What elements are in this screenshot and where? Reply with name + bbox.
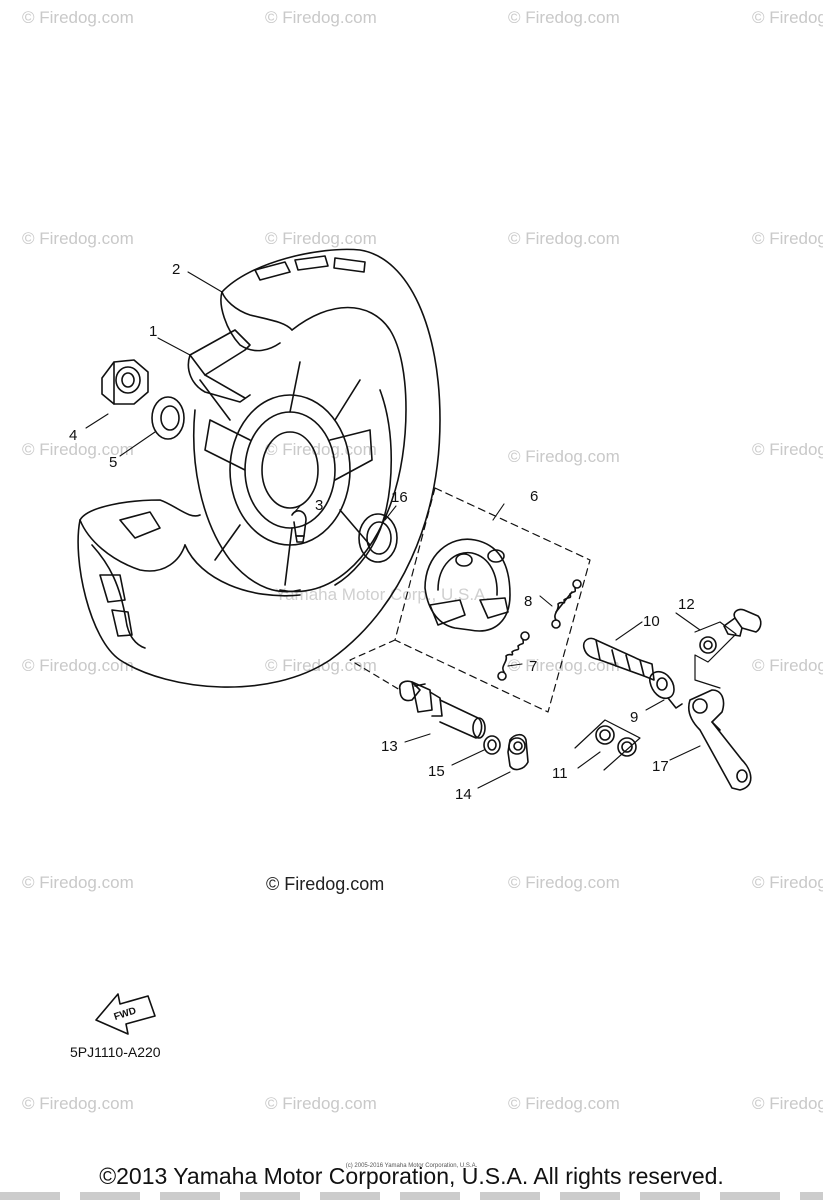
callout-10: 10 [643, 613, 660, 630]
watermark: © Firedog.com [508, 229, 620, 248]
center-watermark: © Firedog.com [266, 874, 385, 894]
callout-8: 8 [524, 593, 532, 610]
callout-labels: 1 2 3 4 5 6 7 8 9 10 11 12 13 14 15 16 1… [69, 261, 695, 1023]
watermark: © Firedog.com [508, 873, 620, 892]
callout-11: 11 [552, 765, 568, 782]
callout-13: 13 [381, 738, 398, 755]
fine-print: (c) 2005-2016 Yamaha Motor Corporation, … [345, 1163, 478, 1169]
watermark: © Firedog.com [752, 656, 823, 675]
watermark: © Firedog.com [508, 656, 620, 675]
callout-15: 15 [428, 763, 445, 780]
bottom-edge [0, 1192, 823, 1200]
spring-7 [497, 631, 530, 681]
watermark: © Firedog.com [22, 229, 134, 248]
watermark: © Firedog.com [508, 447, 620, 466]
washer-5 [151, 396, 185, 440]
watermark: © Firedog.com [752, 229, 823, 248]
brake-shoe-group [394, 487, 591, 713]
callout-3: 3 [315, 497, 323, 514]
watermark: © Firedog.com [508, 1094, 620, 1113]
overlay-watermark: Yamaha Motor Corp., U.S.A. [275, 585, 491, 604]
watermark: © Firedog.com [22, 440, 134, 459]
callout-14: 14 [455, 786, 472, 803]
watermark: © Firedog.com [265, 8, 377, 27]
watermark: © Firedog.com [22, 656, 134, 675]
callout-2: 2 [172, 261, 180, 278]
watermark: © Firedog.com [22, 1094, 134, 1113]
brake-camshaft-10 [582, 637, 655, 681]
brake-shoes [424, 538, 511, 632]
watermark: © Firedog.com [265, 229, 377, 248]
collar-14 [507, 733, 529, 771]
wheel-assembly [77, 248, 441, 688]
watermark: © Firedog.com [752, 8, 823, 27]
o-ring-11a [595, 725, 615, 745]
watermark: © Firedog.com [752, 440, 823, 459]
watermark: © Firedog.com [265, 1094, 377, 1113]
callout-1: 1 [149, 323, 157, 340]
fwd-label: FWD [113, 1006, 138, 1024]
washer-12 [699, 636, 717, 654]
circlip-15 [483, 735, 501, 755]
wheel-axle-13 [398, 680, 486, 739]
watermark: © Firedog.com [508, 8, 620, 27]
copyright-notice: ©2013 Yamaha Motor Corporation, U.S.A. A… [99, 1163, 724, 1189]
axle-nut [101, 359, 149, 405]
oil-seal-16 [358, 513, 398, 563]
o-ring-11b [617, 737, 637, 757]
brake-cam-lever-17 [687, 689, 752, 791]
spring-8 [551, 579, 582, 629]
fwd-arrow-icon [95, 993, 156, 1035]
bolt-12 [723, 608, 762, 637]
indicator-plate-9 [649, 670, 683, 709]
callout-5: 5 [109, 454, 117, 471]
watermark: © Firedog.com [22, 873, 134, 892]
part-code: 5PJ1110-A220 [70, 1044, 161, 1060]
callout-4: 4 [69, 427, 77, 444]
callout-7: 7 [529, 658, 537, 675]
callout-9: 9 [630, 709, 638, 726]
callout-12: 12 [678, 596, 695, 613]
watermark: © Firedog.com [752, 1094, 823, 1113]
callout-17: 17 [652, 758, 669, 775]
watermark: © Firedog.com [752, 873, 823, 892]
callout-6: 6 [530, 488, 538, 505]
watermark: © Firedog.com [22, 8, 134, 27]
callout-16: 16 [391, 489, 408, 506]
